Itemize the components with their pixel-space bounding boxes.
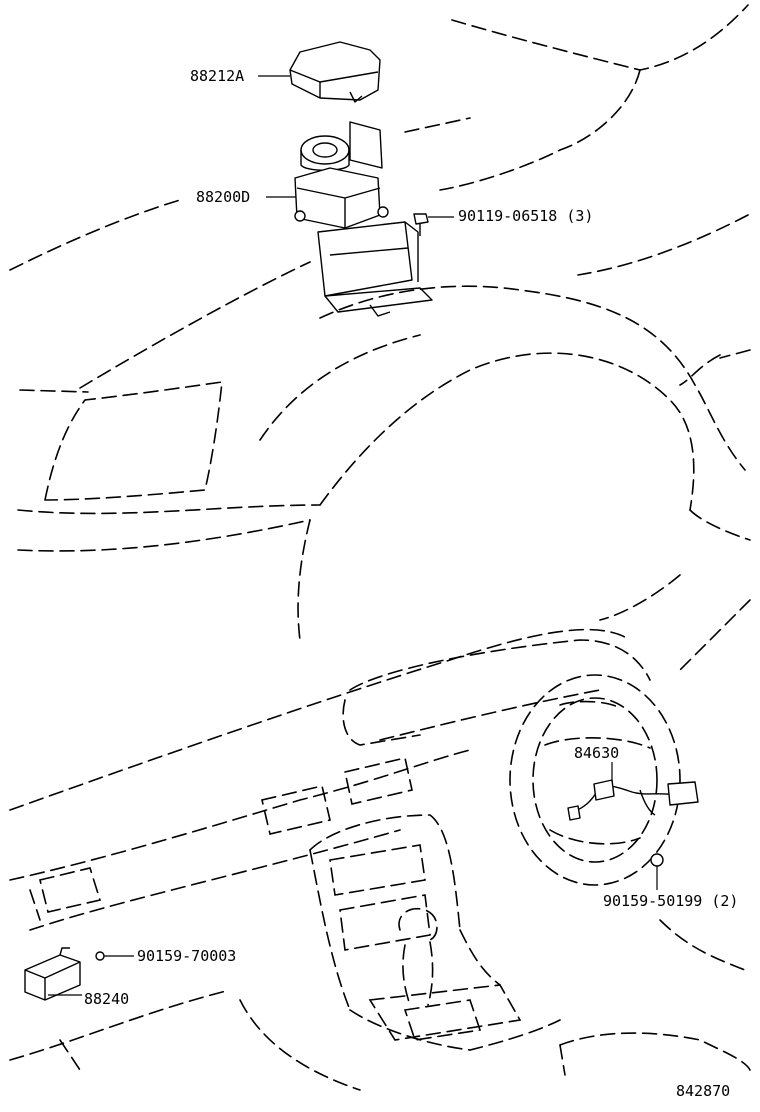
- leader-lines: [48, 75, 658, 996]
- harness-84630-part: [567, 779, 699, 821]
- callout-88200d: 88200D: [196, 188, 250, 206]
- callout-90119-06518: 90119-06518 (3): [458, 207, 593, 225]
- hood-outline: [9, 4, 751, 641]
- callout-90159-70003: 90159-70003: [137, 947, 236, 965]
- figure-id: 842870: [676, 1082, 730, 1100]
- steering-wheel-outline: [509, 674, 681, 886]
- callout-84630: 84630: [574, 744, 619, 762]
- actuator-88200d-part: [294, 121, 433, 317]
- cover-88212a-part: [289, 41, 381, 103]
- screw-90159-50199-part: [650, 853, 664, 867]
- callout-88240: 88240: [84, 990, 129, 1008]
- callout-88212a: 88212A: [190, 67, 244, 85]
- callout-90159-50199: 90159-50199 (2): [603, 892, 738, 910]
- bolt-90119-part: [413, 213, 429, 236]
- unit-88240-part: [24, 947, 105, 1001]
- dashboard-outline: [9, 574, 751, 1091]
